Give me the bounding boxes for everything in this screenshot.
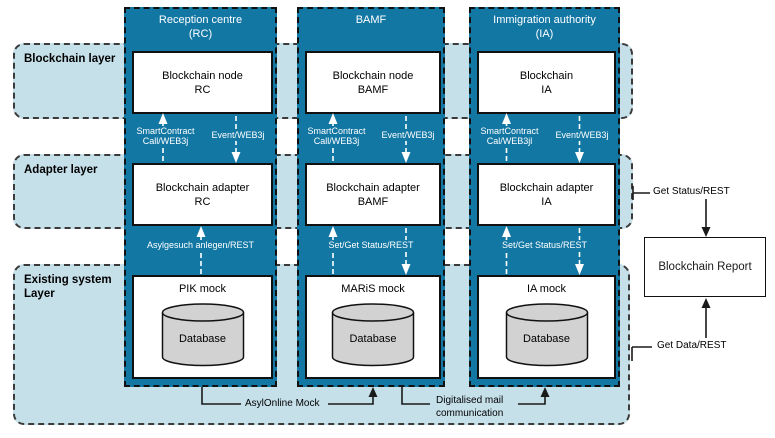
column-header: Immigration authority (IA) (471, 13, 618, 41)
column-header: BAMF (299, 13, 443, 27)
node-label-line1: Blockchain node (332, 69, 414, 82)
asylonline-mock-label: AsylOnline Mock (245, 398, 320, 409)
node-label-line2: RC (194, 83, 211, 96)
adapter-layer-label: Adapter layer (24, 164, 98, 176)
column-header-line2: (IA) (535, 28, 554, 40)
blockchain-node-box: Blockchain node BAMF (305, 51, 441, 114)
mock-system-box: MARiS mock Database (305, 275, 441, 379)
adapter-label-line1: Blockchain adapter (155, 181, 250, 194)
column-header-line1: Immigration authority (493, 14, 596, 26)
mock-title: PIK mock (178, 283, 227, 295)
adapter-label-line2: IA (541, 195, 552, 208)
mock-title: MARiS mock (341, 283, 405, 295)
mock-system-box: PIK mock Database (132, 275, 273, 379)
database-label: Database (178, 333, 227, 345)
node-label-line1: Blockchain node (162, 69, 243, 82)
adapter-label-line1: Blockchain adapter (499, 181, 594, 194)
blockchain-report-box: Blockchain Report (644, 237, 766, 297)
column-immigration-authority: Immigration authority (IA) Blockchain IA… (469, 7, 620, 387)
event-web3j-label: Event/WEB3j (203, 130, 273, 141)
rest-call-label: Set/Get Status/REST (302, 240, 440, 251)
database-label: Database (349, 333, 397, 345)
blockchain-adapter-box: Blockchain adapter IA (477, 163, 616, 226)
adapter-label-line1: Blockchain adapter (326, 181, 420, 194)
get-status-label: Get Status/REST (653, 186, 730, 197)
database-icon: Database (331, 303, 415, 367)
smartcontract-call-label: SmartContract Call/WEB3j (129, 126, 202, 147)
blockchain-adapter-box: Blockchain adapter RC (132, 163, 273, 226)
blockchain-node-box: Blockchain node RC (132, 51, 273, 114)
digitalised-mail-label: Digitalised mail communication (436, 395, 504, 419)
node-label-line2: BAMF (357, 83, 389, 96)
column-bamf: BAMF Blockchain node BAMF SmartContract … (297, 7, 445, 387)
rest-call-label: Asylgesuch anlegen/REST (129, 240, 272, 251)
existing-system-layer-label: Existing system Layer (24, 274, 112, 300)
smartcontract-call-label: SmartContract Cal/WEB3jl (473, 126, 546, 147)
database-icon: Database (161, 303, 245, 367)
node-label-line1: Blockchain (519, 69, 574, 82)
event-web3j-label: Event/WEB3j (373, 130, 443, 141)
blockchain-node-box: Blockchain IA (477, 51, 616, 114)
rest-call-label: Set/Get Status/REST (474, 240, 615, 251)
column-reception-centre: Reception centre (RC) Blockchain node RC… (124, 7, 277, 387)
get-data-label: Get Data/REST (657, 340, 727, 351)
blockchain-adapter-box: Blockchain adapter BAMF (305, 163, 441, 226)
blockchain-layer-label: Blockchain layer (24, 53, 116, 65)
mock-title: IA mock (526, 283, 567, 295)
event-web3j-label: Event/WEB3j (547, 130, 617, 141)
database-icon: Database (505, 303, 589, 367)
column-header-line1: BAMF (355, 14, 387, 26)
column-header-line1: Reception centre (158, 14, 243, 26)
smartcontract-call-label: SmartContract Call/WEB3j (300, 126, 373, 147)
database-label: Database (522, 333, 571, 345)
mock-system-box: IA mock Database (477, 275, 616, 379)
column-header: Reception centre (RC) (126, 13, 275, 41)
adapter-label-line2: BAMF (357, 195, 389, 208)
blockchain-report-label: Blockchain Report (658, 261, 752, 273)
node-label-line2: IA (541, 83, 552, 96)
adapter-label-line2: RC (194, 195, 211, 208)
column-header-line2: (RC) (188, 28, 213, 40)
